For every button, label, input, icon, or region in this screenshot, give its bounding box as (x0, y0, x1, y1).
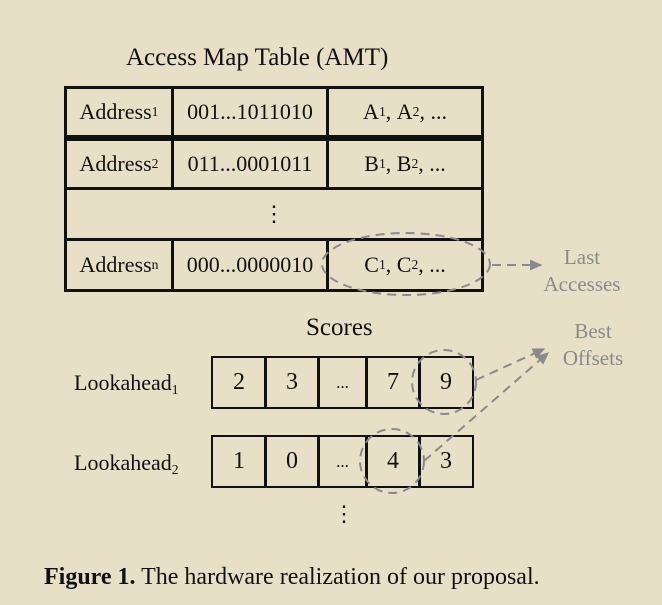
last-label-line1: Last (563, 245, 601, 269)
best-offset-arrow-1 (475, 348, 546, 381)
lookahead-text: Lookahead (74, 370, 172, 395)
access-symbol: A (363, 99, 379, 124)
amt-bits-cell: 000...0000010 (174, 241, 329, 289)
bit-pattern: 011...0001011 (187, 151, 313, 176)
access-tail: , ... (419, 99, 447, 124)
address-label: Address (79, 99, 152, 124)
score-cell: 7 (365, 356, 421, 409)
last-accesses-label: Last Accesses (530, 244, 634, 298)
address-label: Address (79, 252, 152, 277)
access-symbol: C (396, 252, 412, 277)
lookahead-2-label: Lookahead2 (74, 450, 179, 476)
amt-bits-cell: 001...1011010 (174, 89, 329, 135)
address-label: Address (79, 151, 152, 176)
last-label-line2: Accesses (543, 272, 621, 296)
score-cell-best: 4 (365, 435, 421, 488)
bit-pattern: 001...1011010 (187, 99, 313, 124)
best-label-line2: Offsets (562, 346, 624, 370)
amt-bits-cell: 011...0001011 (174, 141, 329, 187)
vertical-ellipsis: ⋮ (333, 501, 355, 526)
score-cell-ellipsis: ... (317, 356, 368, 409)
lookahead-subscript: 2 (171, 462, 179, 478)
access-tail: , ... (418, 151, 446, 176)
score-cell: 2 (211, 356, 267, 409)
access-symbol: A (396, 99, 413, 124)
lookahead-1-label: Lookahead1 (74, 370, 179, 396)
score-cell: 3 (264, 356, 320, 409)
access-symbol: B (396, 151, 412, 176)
score-cell: 3 (418, 435, 474, 488)
scores-vertical-ellipsis: ⋮ (333, 503, 355, 526)
lookahead-subscript: 1 (171, 382, 179, 398)
access-tail: , ... (418, 252, 446, 277)
comma: , (385, 252, 397, 277)
best-offset-circle-2 (359, 428, 425, 494)
figure-caption: Figure 1. The hardware realization of ou… (44, 564, 540, 591)
access-symbol: C (364, 252, 379, 277)
caption-label: Figure 1. (44, 564, 136, 590)
score-cell-best: 9 (418, 356, 474, 409)
comma: , (385, 151, 397, 176)
access-symbol: B (364, 151, 379, 176)
last-accesses-circle (321, 232, 491, 296)
amt-title: Access Map Table (AMT) (126, 44, 389, 71)
amt-vertical-ellipsis: ⋮ (67, 190, 481, 238)
score-cell-ellipsis: ... (317, 435, 368, 488)
caption-text: The hardware realization of our proposal… (135, 564, 540, 590)
bit-pattern: 000...0000010 (186, 252, 314, 277)
scores-title: Scores (306, 314, 373, 341)
best-offset-arrow-2 (423, 352, 550, 462)
score-cell: 1 (211, 435, 267, 488)
score-cell: 0 (264, 435, 320, 488)
best-offset-circle-1 (411, 349, 477, 415)
comma: , (385, 99, 397, 124)
best-offsets-label: Best Offsets (548, 318, 638, 372)
best-label-line1: Best (574, 319, 612, 343)
lookahead-text: Lookahead (74, 450, 172, 475)
